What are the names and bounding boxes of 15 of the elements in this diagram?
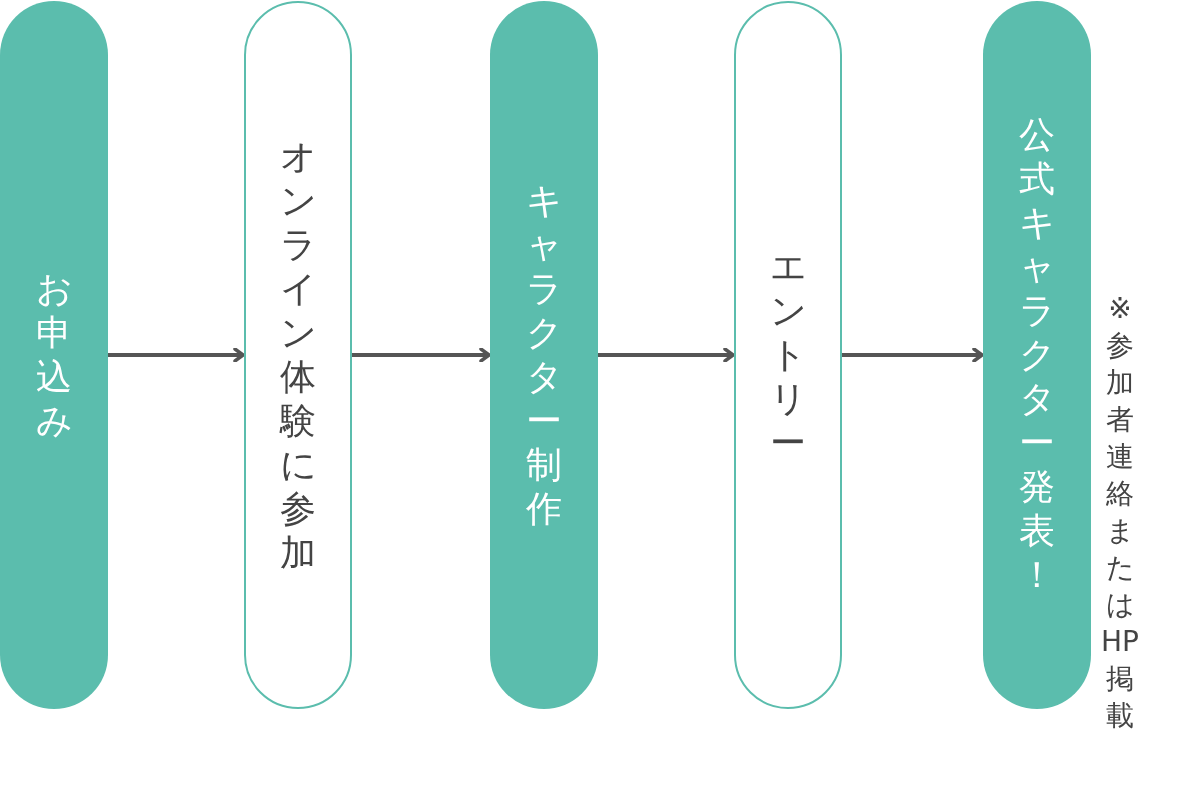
arrow [598, 347, 735, 363]
note: ※参加者連絡またはHP掲載 [1100, 291, 1140, 734]
process-pill [490, 1, 598, 709]
arrow [352, 347, 491, 363]
process-pill [734, 1, 842, 709]
step-label: キャラクター制作 [524, 179, 564, 531]
process-pill [244, 1, 352, 709]
process-pill [983, 1, 1091, 709]
step-label: エントリー [768, 245, 808, 465]
arrow [108, 347, 245, 363]
step-label: オンライン体験に参加 [278, 135, 318, 575]
step-label: 公式キャラクター発表！ [1017, 113, 1057, 597]
process-pill [0, 1, 108, 709]
step-label: お申込み [34, 267, 74, 443]
arrow [842, 347, 984, 363]
